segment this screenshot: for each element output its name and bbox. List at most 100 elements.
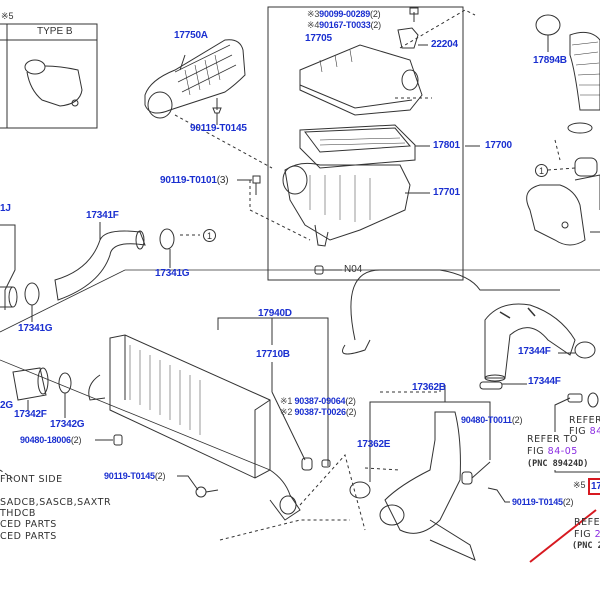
part-90119-T0101[interactable]: 90119-T0101(3)	[160, 175, 229, 186]
part-17705[interactable]: 17705	[305, 33, 332, 44]
refer-bracket-lines	[554, 392, 600, 473]
part-17342G-left[interactable]: 2G	[0, 400, 13, 411]
dashed-leaders	[0, 9, 576, 541]
part-17344F-upper[interactable]: 17344F	[518, 346, 551, 357]
legend-line-3: THDCB	[0, 508, 36, 519]
refer-pnc-3: (PNC 2	[572, 541, 600, 551]
quantity: (2)	[562, 497, 574, 507]
fig-link[interactable]: 26	[594, 529, 600, 540]
part-number: 90480-T0011	[461, 415, 512, 425]
refer-label-3: REFER	[574, 517, 600, 528]
part-90119-T0145-lower[interactable]: 90119-T0145(2)	[104, 471, 165, 481]
duct-17750A-drawing	[144, 39, 246, 119]
quantity: (3)	[216, 175, 229, 186]
part-17342F[interactable]: 17342F	[14, 409, 47, 420]
part-90099-00289[interactable]: ※390099-00289(2)	[307, 9, 381, 20]
part-number: 90480-18006	[20, 435, 71, 445]
air-cleaner-cap-drawing	[299, 44, 423, 116]
part-17710B[interactable]: 17710B	[256, 349, 290, 360]
part-17344F-lower[interactable]: 17344F	[528, 376, 561, 387]
part-number: 90387-T0026	[294, 407, 346, 417]
sensor-22204-drawing	[397, 7, 428, 49]
refer-fig-1[interactable]: FIG 84-05	[527, 446, 578, 457]
highlighted-part-number[interactable]: 17	[591, 481, 600, 492]
air-cleaner-assembly-box	[267, 6, 464, 281]
part-90167-T0033[interactable]: ※490167-T0033(2)	[307, 20, 381, 31]
mark: ※3	[307, 9, 320, 19]
hose-17342F-drawing	[12, 367, 72, 418]
part-N04[interactable]: N04	[344, 264, 363, 275]
part-17750A[interactable]: 17750A	[174, 30, 208, 41]
pipe-17362B-drawing	[349, 385, 510, 561]
part-90480-18006[interactable]: 90480-18006(2)	[20, 435, 81, 445]
part-17362B[interactable]: 17362B	[412, 382, 446, 393]
fig-label: FIG	[527, 446, 545, 457]
fig-label: FIG	[574, 529, 592, 540]
part-17342G[interactable]: 17342G	[50, 419, 85, 430]
part-17700[interactable]: 17700	[485, 140, 512, 151]
bolt-90119-T0101-drawing	[237, 175, 261, 195]
nut-90480-18006-drawing	[95, 434, 123, 446]
bracket-lines	[217, 317, 331, 471]
quantity: (2)	[70, 435, 82, 445]
quantity: (2)	[345, 407, 357, 417]
part-17362E[interactable]: 17362E	[357, 439, 391, 450]
refer-label-2: REFER TO	[569, 415, 600, 426]
bolt-90119-T0145-lower-drawing	[177, 475, 219, 498]
type-b-fitting-drawing	[24, 59, 83, 107]
clamp-17341G-drawing	[24, 228, 175, 322]
part-number: 90099-00289	[319, 9, 371, 19]
part-number: 90119-T0145	[512, 497, 563, 507]
mark: ※2	[280, 407, 293, 417]
legend-line-2: SADCB,SASCB,SAXTR	[0, 497, 112, 508]
callout-1-left: 1	[203, 229, 216, 242]
refer-pnc-1: (PNC 89424D)	[527, 459, 589, 469]
clamp-17894B-drawing	[535, 14, 561, 52]
highlight-arrow	[529, 509, 597, 563]
part-90387-09064[interactable]: ※1 90387-09064(2)	[280, 396, 356, 407]
intercooler-17940D-drawing	[0, 334, 301, 521]
refer-fig-2[interactable]: FIG 84-	[569, 426, 600, 437]
bolt-drawing	[212, 98, 222, 125]
part-90387-T0026[interactable]: ※2 90387-T0026(2)	[280, 407, 356, 418]
quantity: (2)	[370, 20, 382, 30]
part-17341F[interactable]: 17341F	[86, 210, 119, 221]
legend-line-1: FRONT SIDE	[0, 474, 63, 485]
legend-line-5: CED PARTS	[0, 531, 57, 542]
quantity: (2)	[511, 415, 523, 425]
type-box-mark: ※5	[1, 11, 14, 21]
highlighted-part-box[interactable]: 17	[588, 478, 600, 495]
part-17341J[interactable]: 1J	[0, 203, 11, 214]
part-17341G-left[interactable]: 17341G	[18, 323, 53, 334]
part-number: 90167-T0033	[319, 20, 371, 30]
part-17701[interactable]: 17701	[433, 187, 460, 198]
part-number: 90387-09064	[294, 396, 346, 406]
part-number: 90119-T0145	[104, 471, 155, 481]
highlight-mark: ※5	[573, 480, 586, 490]
quantity: (2)	[345, 396, 356, 406]
fig-link[interactable]: 84-05	[547, 446, 578, 457]
part-17940D[interactable]: 17940D	[258, 308, 292, 319]
part-90480-T0011[interactable]: 90480-T0011(2)	[461, 415, 522, 425]
part-90119-T0145-upper[interactable]: 90119-T0145	[190, 123, 247, 134]
part-17341G-right[interactable]: 17341G	[155, 268, 190, 279]
refer-label-1: REFER TO	[527, 434, 578, 445]
mark: ※1	[280, 396, 293, 406]
air-cleaner-case-drawing	[282, 162, 430, 247]
refer-fig-3[interactable]: FIG 26	[574, 529, 600, 540]
hose-17344F-drawing	[342, 269, 596, 390]
legend-line-4: CED PARTS	[0, 519, 57, 530]
part-17801[interactable]: 17801	[433, 140, 460, 151]
fig-label: FIG	[569, 426, 587, 437]
fig-link[interactable]: 84-	[589, 426, 600, 437]
part-90119-T0145-right[interactable]: 90119-T0145(2)	[512, 497, 573, 507]
quantity: (2)	[370, 9, 381, 19]
hose-17341F-drawing	[54, 222, 146, 301]
mark: ※4	[307, 20, 320, 30]
pipe-17341J-drawing	[0, 224, 18, 310]
part-22204[interactable]: 22204	[431, 39, 458, 50]
callout-1-right: 1	[535, 164, 548, 177]
part-17894B[interactable]: 17894B	[533, 55, 567, 66]
